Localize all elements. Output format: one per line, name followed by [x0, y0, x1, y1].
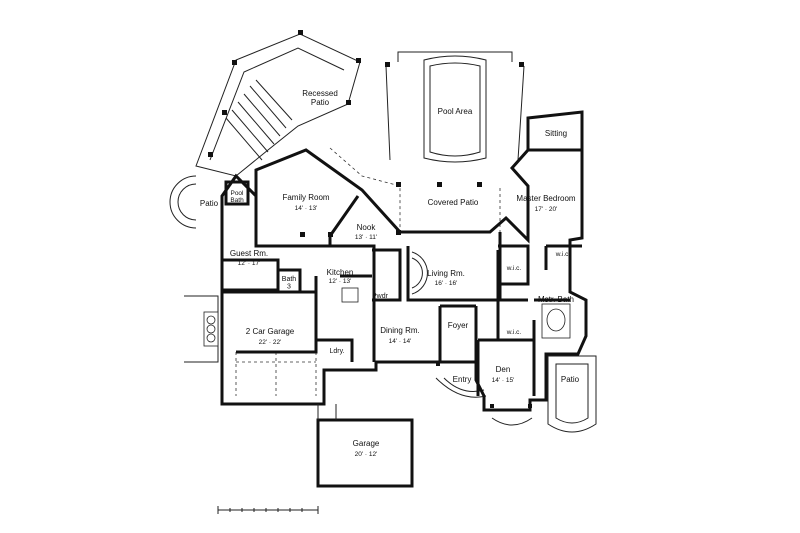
foyer-label: Foyer — [448, 321, 469, 330]
master-bedroom-dims: 17' · 20' — [535, 206, 558, 213]
two-car-garage-dims: 22' · 22' — [259, 339, 282, 346]
den-dims: 14' · 15' — [492, 377, 515, 384]
den-label: Den — [496, 365, 511, 374]
kitchen-dims: 12' · 13' — [329, 278, 352, 285]
kitchen-label: Kitchen — [327, 268, 354, 277]
nook-label: Nook — [357, 223, 377, 232]
mstr-bath-label: Mstr. Bath — [538, 295, 574, 304]
living-rm-label: Living Rm. — [427, 269, 465, 278]
dining-rm-dims: 14' · 14' — [389, 338, 412, 345]
patio-right-label: Patio — [561, 375, 580, 384]
family-room-dims: 14' · 13' — [295, 205, 318, 212]
garage-dims: 20' · 12' — [355, 451, 378, 458]
pwdr-label: Pwdr — [372, 293, 389, 300]
living-rm-dims: 16' · 16' — [435, 280, 458, 287]
ldry-label: Ldry. — [329, 348, 344, 355]
garage-label: Garage — [353, 439, 380, 448]
wic3-label: w.i.c. — [506, 329, 522, 336]
guest-rm-label: Guest Rm. — [230, 249, 268, 258]
entry-label: Entry — [453, 375, 472, 384]
two-car-garage-label: 2 Car Garage — [246, 327, 295, 336]
patio-left-label: Patio — [200, 199, 219, 208]
nook-dims: 13' · 11' — [355, 234, 377, 241]
master-bedroom-label: Master Bedroom — [516, 194, 575, 203]
pool-area-label: Pool Area — [438, 107, 473, 116]
family-room-label: Family Room — [282, 193, 329, 202]
outdoor-elements — [169, 30, 597, 514]
dining-rm-label: Dining Rm. — [380, 326, 420, 335]
wic2-label: w.i.c. — [555, 251, 571, 258]
fixtures — [300, 232, 571, 408]
wic1-label: w.i.c. — [506, 265, 522, 272]
sitting-label: Sitting — [545, 129, 567, 138]
covered-patio-label: Covered Patio — [428, 198, 479, 207]
building-walls — [220, 110, 588, 488]
guest-rm-dims: 12' · 17' — [238, 260, 261, 267]
